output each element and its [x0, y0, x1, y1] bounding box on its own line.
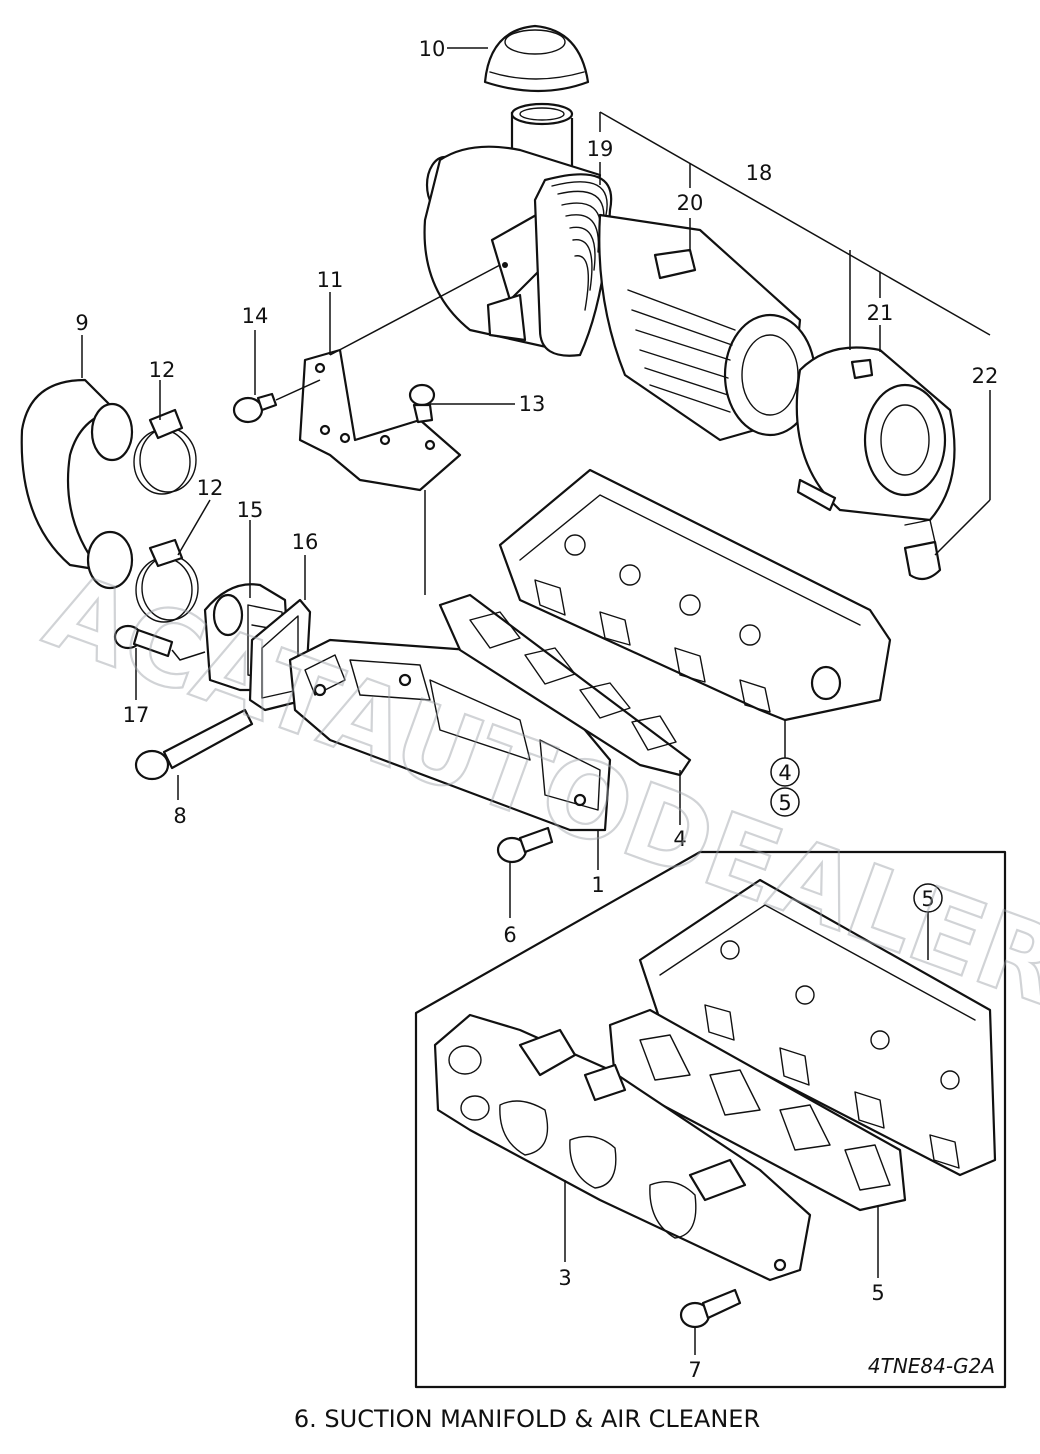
- part-label-15: 15: [237, 498, 264, 522]
- filter-element-drawing: [598, 213, 817, 442]
- alternative-parts-frame: [414, 850, 1007, 1389]
- part-label-3: 3: [558, 1266, 571, 1290]
- bolt-13-drawing: [408, 383, 436, 424]
- part-label-10: 10: [419, 37, 446, 61]
- bolt-8-drawing: [134, 708, 254, 781]
- part-label-19: 19: [587, 137, 614, 161]
- dust-cup-drawing: [795, 346, 956, 581]
- part-label-11: 11: [317, 268, 344, 292]
- part-label-20: 20: [677, 191, 704, 215]
- part-label-22: 22: [972, 364, 999, 388]
- part-label-13: 13: [519, 392, 546, 416]
- circled-callouts: [770, 757, 943, 913]
- bolt-17-drawing: [113, 624, 174, 658]
- part-label-7: 7: [688, 1358, 701, 1382]
- part-label-16: 16: [292, 530, 319, 554]
- part-label-5-lower: 5: [871, 1281, 884, 1305]
- clamp-upper-drawing: [133, 408, 197, 495]
- part-label-18: 18: [746, 161, 773, 185]
- part-label-12-upper-text: 12: [149, 358, 176, 382]
- bolt-14-drawing: [232, 392, 278, 424]
- part-label-4: 4: [673, 827, 686, 851]
- cylinder-head-upper-drawing: [498, 468, 892, 722]
- clamp-lower-drawing: [135, 538, 199, 623]
- part-label-4-circled: 4: [778, 761, 791, 785]
- air-cleaner-body-drawing: [423, 102, 613, 357]
- bolt-7-drawing: [679, 1288, 742, 1329]
- drawing-code: 4TNE84-G2A: [868, 1354, 995, 1378]
- leader-lines: [81, 47, 991, 1355]
- part-label-1: 1: [591, 873, 604, 897]
- part-label-8: 8: [173, 804, 186, 828]
- part-label-5-circled: 5: [778, 791, 791, 815]
- part-label-9-text: 9: [75, 311, 88, 335]
- suction-manifold-lower-drawing: [433, 1013, 812, 1282]
- part-label-12-lower-text: 12: [197, 476, 224, 500]
- part-label-6-text: 6: [503, 923, 516, 947]
- diagram-caption: 6. SUCTION MANIFOLD & AIR CLEANER: [294, 1405, 760, 1433]
- hose-drawing: [20, 378, 134, 590]
- part-label-17: 17: [123, 703, 150, 727]
- part-label-21: 21: [867, 301, 894, 325]
- part-label-14: 14: [242, 304, 269, 328]
- bracket-drawing: [298, 348, 462, 492]
- part-label-5-circled-lower: 5: [921, 887, 934, 911]
- bolt-6-drawing: [496, 826, 554, 864]
- rain-cap-drawing: [483, 24, 590, 93]
